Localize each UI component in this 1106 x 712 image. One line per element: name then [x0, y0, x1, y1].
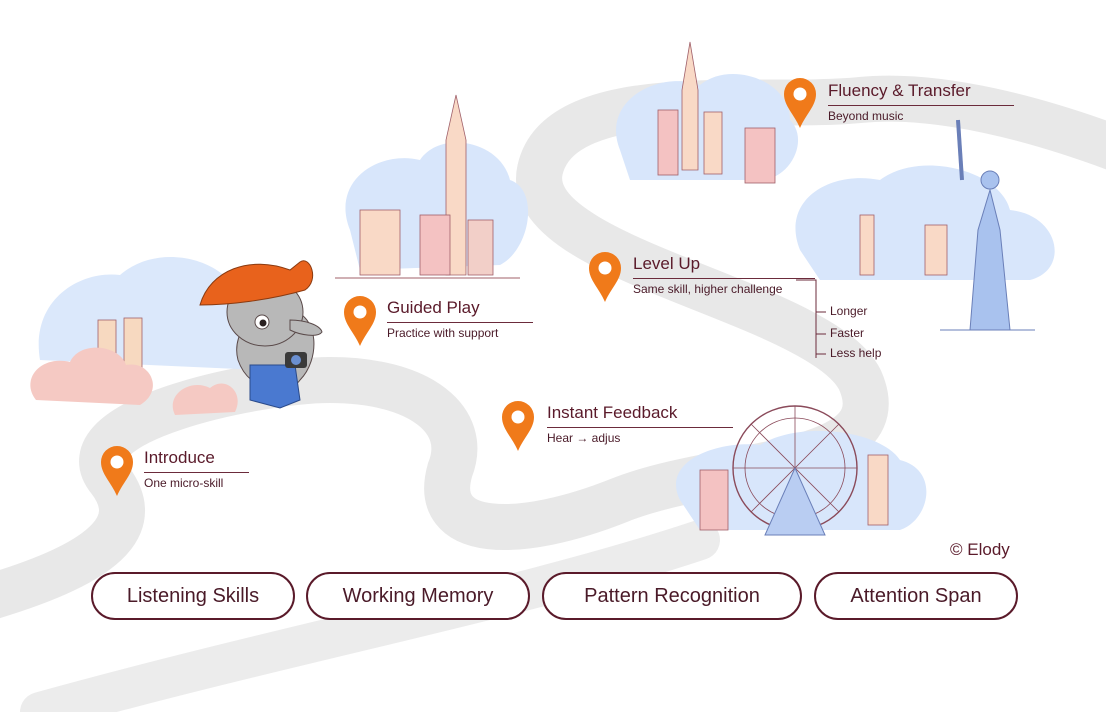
stop-divider [828, 105, 1014, 106]
level-up-item: Faster [830, 326, 865, 340]
guided-play-city-illustration [335, 94, 529, 279]
copyright-signature: © Elody [950, 540, 1010, 559]
skill-pill-working-memory[interactable]: Working Memory [306, 572, 530, 620]
stop-fluency-transfer: Fluency & Transfer Beyond music [828, 81, 1014, 123]
ferris-wheel-illustration [676, 405, 927, 536]
stop-title: Fluency & Transfer [828, 81, 971, 100]
stop-title: Level Up [633, 254, 701, 273]
stop-divider [547, 427, 733, 428]
road-lower-sweep [20, 520, 720, 712]
pin-icon [344, 296, 376, 346]
stop-subtitle: Hear → adjus [547, 431, 621, 445]
stop-subtitle: Practice with support [387, 326, 499, 340]
pin-icon [589, 252, 621, 302]
level-up-item: Less help [830, 346, 882, 360]
stop-guided-play: Guided Play Practice with support [387, 298, 533, 340]
skill-pill-attention-span[interactable]: Attention Span [814, 572, 1018, 620]
stop-title: Introduce [144, 448, 215, 467]
stop-level-up: Level Up Same skill, higher challenge [633, 254, 815, 296]
skill-pill-listening[interactable]: Listening Skills [91, 572, 295, 620]
pin-icon [784, 78, 816, 128]
fluency-city-illustration [616, 41, 799, 184]
stop-divider [387, 322, 533, 323]
pin-icon [101, 446, 133, 496]
elephant-explorer-character [199, 260, 323, 409]
stop-subtitle: Same skill, higher challenge [633, 282, 783, 296]
stop-divider [633, 278, 815, 279]
skill-pill-pattern-recognition[interactable]: Pattern Recognition [542, 572, 802, 620]
stop-subtitle: One micro-skill [144, 476, 224, 490]
stop-title: Instant Feedback [547, 403, 678, 422]
stop-subtitle: Beyond music [828, 109, 904, 123]
introduce-city-illustration [30, 256, 278, 415]
statue-of-liberty-illustration [795, 119, 1055, 331]
level-up-item: Longer [830, 304, 868, 318]
stop-title: Guided Play [387, 298, 480, 317]
stop-instant-feedback: Instant Feedback Hear → adjus [547, 403, 733, 445]
stop-introduce: Introduce One micro-skill [144, 448, 249, 490]
pin-icon [502, 401, 534, 451]
stop-divider [144, 472, 249, 473]
level-up-bracket [796, 279, 826, 358]
